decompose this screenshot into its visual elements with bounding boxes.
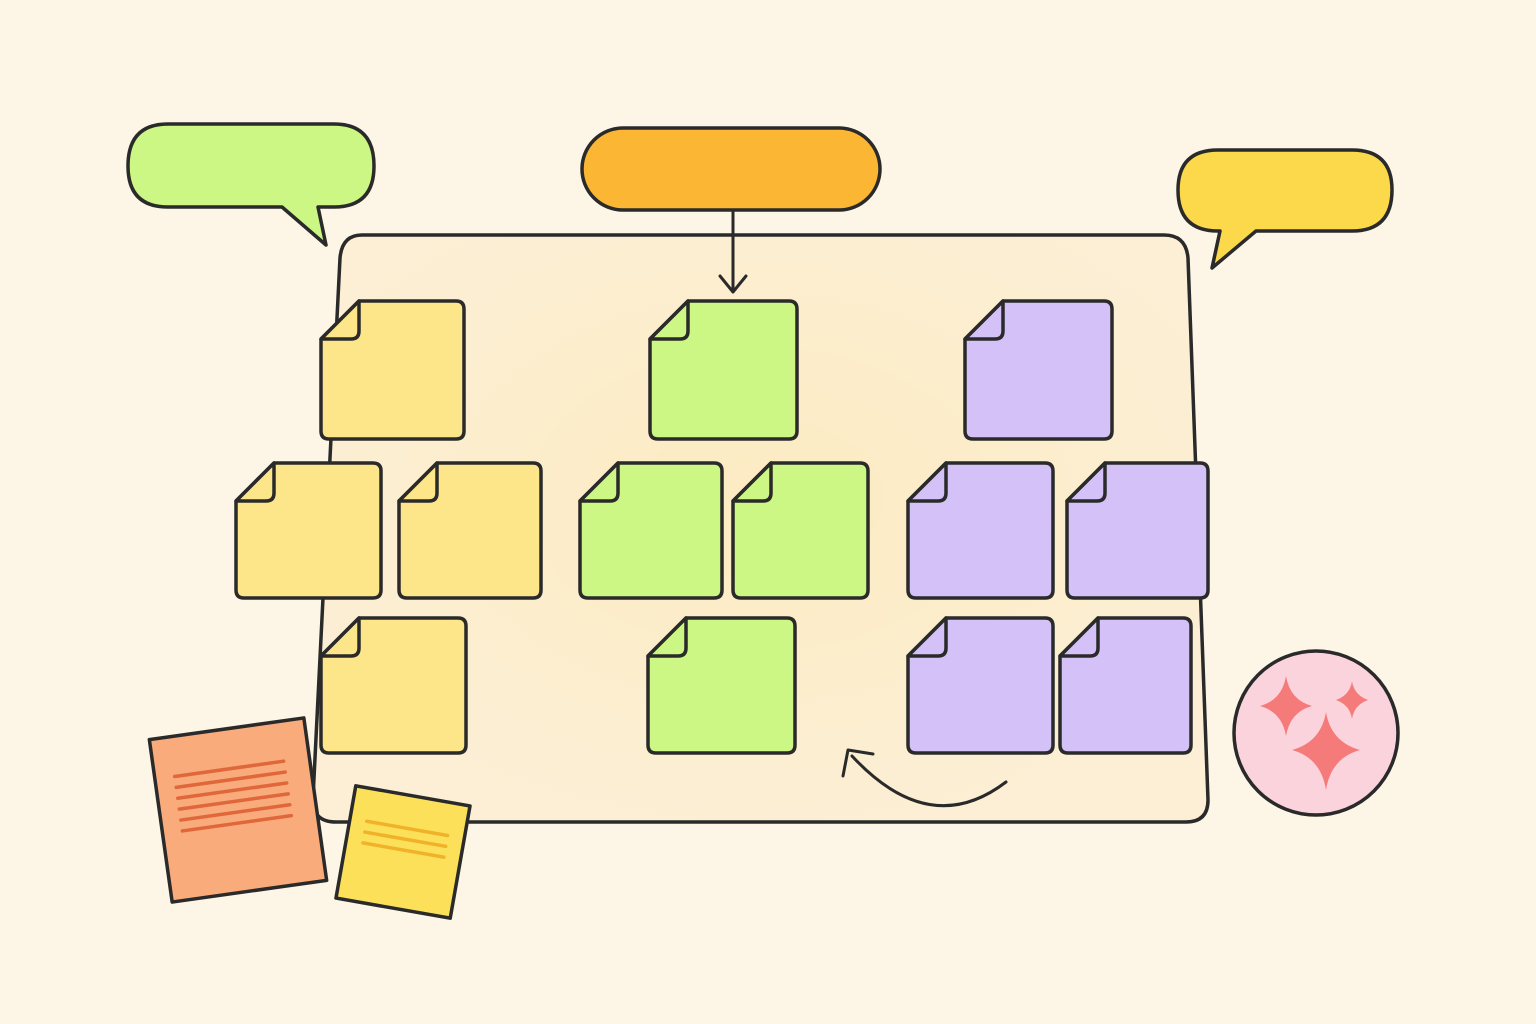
orange-sheet-lines xyxy=(172,759,294,833)
purple-sticky-note xyxy=(906,461,1055,600)
text-line xyxy=(180,813,294,833)
sticky-notes xyxy=(234,299,1210,755)
purple-sticky-note xyxy=(1058,616,1193,755)
sparkles-icon xyxy=(1232,649,1400,817)
orange-header-pill xyxy=(580,126,882,212)
purple-sticky-note xyxy=(1065,461,1210,600)
yellow-sticky-lines xyxy=(361,819,450,859)
text-line xyxy=(174,770,287,790)
folded-corner xyxy=(319,616,361,658)
folded-corner xyxy=(963,299,1005,341)
yellow-speech-bubble xyxy=(1176,148,1394,270)
text-line xyxy=(176,781,289,801)
yellow-sticky-note xyxy=(397,461,543,600)
green-sticky-note xyxy=(578,461,724,600)
folded-corner xyxy=(906,616,948,658)
folded-corner xyxy=(1065,461,1107,503)
green-sticky-note xyxy=(731,461,870,600)
folded-corner xyxy=(648,299,690,341)
folded-corner xyxy=(906,461,948,503)
yellow-sticky-note xyxy=(319,616,468,755)
text-line xyxy=(177,792,290,811)
folded-corner xyxy=(319,299,361,341)
green-speech-bubble xyxy=(126,122,376,247)
down-arrow-icon xyxy=(718,209,748,294)
orange-lined-sheet xyxy=(147,716,329,904)
text-line xyxy=(361,841,446,859)
yellow-lined-sticky xyxy=(334,784,472,920)
purple-sticky-note xyxy=(906,616,1055,755)
folded-corner xyxy=(731,461,773,503)
folded-corner xyxy=(646,616,688,658)
green-sticky-note xyxy=(648,299,799,441)
yellow-sticky-note xyxy=(234,461,383,600)
folded-corner xyxy=(397,461,439,503)
folded-corner xyxy=(578,461,620,503)
curved-arrow-icon xyxy=(841,748,1008,808)
green-sticky-note xyxy=(646,616,797,755)
purple-sticky-note xyxy=(963,299,1114,441)
text-line xyxy=(172,759,286,779)
text-line xyxy=(365,819,450,838)
text-line xyxy=(363,830,448,849)
yellow-sticky-note xyxy=(319,299,466,441)
folded-corner xyxy=(1058,616,1100,658)
text-line xyxy=(179,802,292,822)
folded-corner xyxy=(234,461,276,503)
